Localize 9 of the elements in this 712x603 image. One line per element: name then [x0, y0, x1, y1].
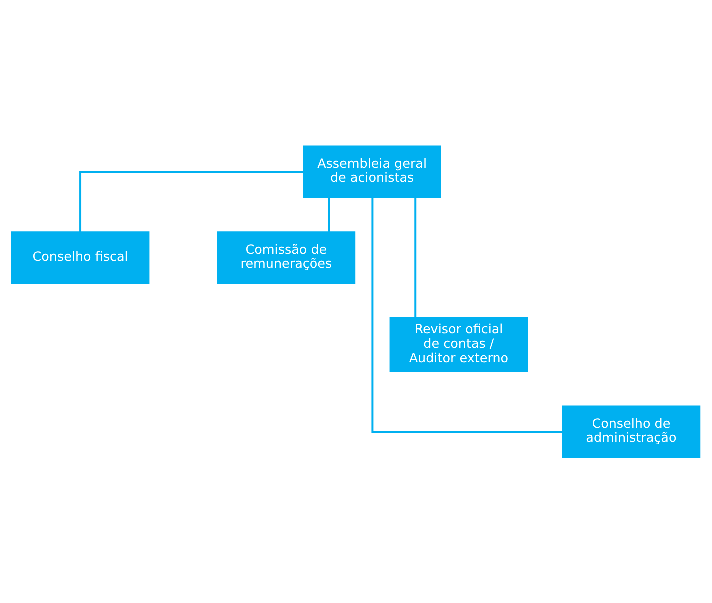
node-box: Conselho de administração [562, 405, 701, 458]
node-box: Comissão de remunerações [217, 231, 356, 284]
connector [80, 170, 304, 232]
node-box: Conselho fiscal [11, 231, 150, 284]
connector [372, 197, 562, 433]
connector [328, 198, 330, 232]
node-box: Revisor oficial de contas / Auditor externo [390, 317, 528, 372]
node-box: Assembleia geral de acionistas [303, 145, 442, 198]
connector [414, 197, 417, 318]
